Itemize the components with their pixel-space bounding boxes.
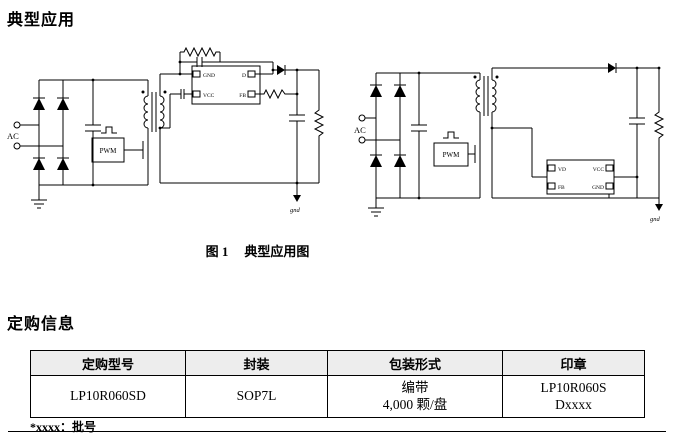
ic-pin-label: VCC: [203, 93, 215, 99]
ic-block: GND D VCC FB: [160, 65, 273, 129]
output-rectifier: [492, 63, 659, 73]
section-title-typical-application: 典型应用: [7, 12, 76, 29]
ic-pin-label: FB: [239, 93, 246, 99]
figure-caption-text: 典型应用图: [244, 244, 310, 259]
packing-line-1: 编带: [401, 379, 429, 395]
schematic-right: AC PWM: [354, 63, 665, 223]
output-capacitor: [289, 70, 305, 183]
ic-pin-label: FB: [558, 185, 565, 191]
bridge-rectifier: [370, 72, 480, 199]
ac-label: AC: [7, 131, 19, 141]
cell-part-number: LP10R060SD: [30, 375, 186, 418]
col-header-part-number: 定购型号: [30, 350, 186, 376]
pwm-label: PWM: [443, 151, 461, 159]
pwm-controller: PWM: [433, 131, 469, 167]
junction-dots: [91, 60, 299, 187]
ic-block: VD VCC FB GND: [492, 127, 637, 198]
load-resistor: [653, 68, 665, 198]
ic-pin-label: D: [242, 73, 246, 79]
typical-application-figure: AC PWM: [5, 40, 674, 240]
ac-input: [358, 114, 400, 144]
mosfet: [124, 128, 149, 185]
gnd-label: gnd: [290, 207, 301, 214]
ic-pin-fb: [247, 90, 256, 98]
pwm-controller: PWM: [91, 126, 125, 163]
ic-pin-label: GND: [592, 185, 604, 191]
cell-package: SOP7L: [185, 375, 328, 418]
input-capacitor: [411, 73, 427, 198]
ic-pin-vcc: [605, 164, 614, 172]
ic-pin-label: VD: [558, 167, 566, 173]
ordering-table-header-row: 定购型号 封装 包装形式 印章: [30, 350, 645, 376]
load-resistor: [313, 70, 325, 183]
ic-pin-vcc: [192, 90, 201, 98]
footnote-batch-number: *xxxx：批号: [30, 420, 97, 434]
ic-pin-vd: [547, 164, 556, 172]
ic-pin-gnd: [605, 182, 614, 190]
ic-pin-fb: [547, 182, 556, 190]
marking-line-1: LP10R060S: [540, 379, 607, 395]
mosfet: [468, 112, 481, 198]
ac-input: [13, 121, 63, 150]
bridge-rectifier: [33, 79, 148, 186]
section-title-ordering-info: 定购信息: [7, 316, 76, 333]
ic-pin-label: GND: [203, 73, 215, 79]
pulse-waveform-icon: [443, 131, 459, 139]
ic-pin-gnd: [192, 70, 201, 78]
col-header-marking: 印章: [502, 350, 645, 376]
packing-line-2: 4,000 颗/盘: [382, 396, 448, 412]
earth-ground-icon: [368, 198, 384, 217]
cell-packing: 编带 4,000 颗/盘: [327, 375, 503, 418]
transformer: [141, 74, 167, 183]
table-row: LP10R060SD SOP7L 编带 4,000 颗/盘 LP10R060S …: [30, 375, 645, 418]
earth-ground-icon: [31, 185, 47, 209]
ordering-table: 定购型号 封装 包装形式 印章 LP10R060SD SOP7L 编带 4,00…: [30, 350, 645, 418]
gnd-label: gnd: [650, 216, 661, 223]
ic-pin-label: VCC: [593, 167, 605, 173]
ic-body: [191, 65, 261, 105]
schematic-left: AC PWM: [7, 46, 325, 214]
ic-pin-d: [247, 70, 256, 78]
figure-caption-number: 图 1: [205, 244, 229, 259]
ac-label: AC: [354, 125, 366, 135]
output-capacitor: [629, 68, 645, 198]
cell-marking: LP10R060S Dxxxx: [502, 375, 645, 418]
bottom-rule: [8, 431, 666, 432]
figure-caption: 图 1 典型应用图: [0, 241, 515, 260]
gnd-arrow-icon: [655, 198, 663, 211]
gnd-arrow-icon: [293, 183, 301, 202]
col-header-package: 封装: [185, 350, 328, 376]
pulse-waveform-icon: [101, 126, 117, 134]
junction-dots: [417, 66, 661, 200]
fb-resistor: [262, 88, 297, 100]
input-capacitor: [85, 80, 101, 185]
transformer: [473, 68, 499, 198]
pwm-label: PWM: [100, 147, 118, 155]
col-header-packing: 包装形式: [327, 350, 503, 376]
snubber-rc: [179, 46, 274, 74]
marking-line-2: Dxxxx: [555, 396, 592, 412]
